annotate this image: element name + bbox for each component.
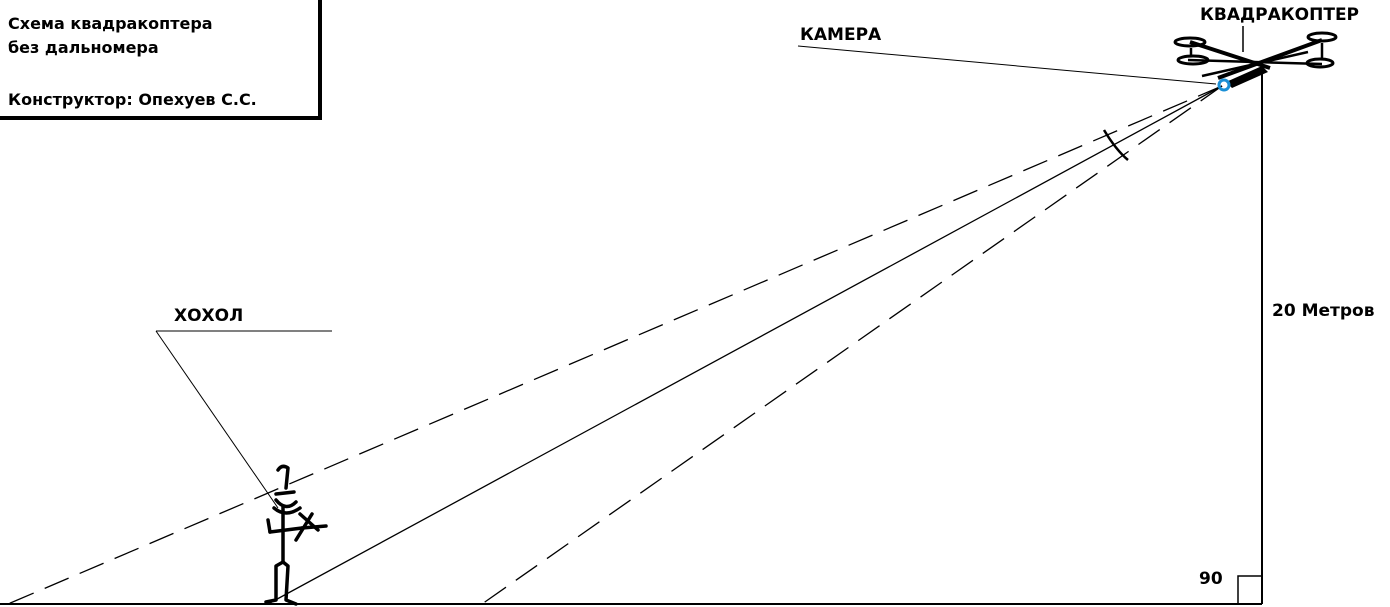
title-line-2: без дальномера — [8, 38, 159, 57]
person-leader-line — [155, 330, 279, 509]
camera-label: КАМЕРА — [800, 25, 882, 45]
view-line-lower — [481, 85, 1223, 605]
view-line-center — [267, 85, 1223, 605]
height-label: 20 Метров — [1272, 301, 1375, 321]
view-angle-arc — [1102, 129, 1129, 161]
right-angle-marker — [1237, 575, 1262, 604]
camera-leader-line — [797, 45, 1217, 85]
quadcopter-icon — [1173, 31, 1338, 88]
person-figure — [264, 464, 328, 606]
view-line-upper — [7, 85, 1223, 605]
title-line-1: Схема квадракоптера — [8, 14, 213, 33]
camera-icon — [1217, 78, 1231, 92]
person-label: ХОХОЛ — [174, 306, 243, 326]
drone-label: КВАДРАКОПТЕР — [1200, 5, 1359, 25]
title-block — [0, 0, 322, 120]
angle-label: 90 — [1199, 569, 1223, 589]
designer-line: Конструктор: Опехуев С.С. — [8, 90, 257, 109]
